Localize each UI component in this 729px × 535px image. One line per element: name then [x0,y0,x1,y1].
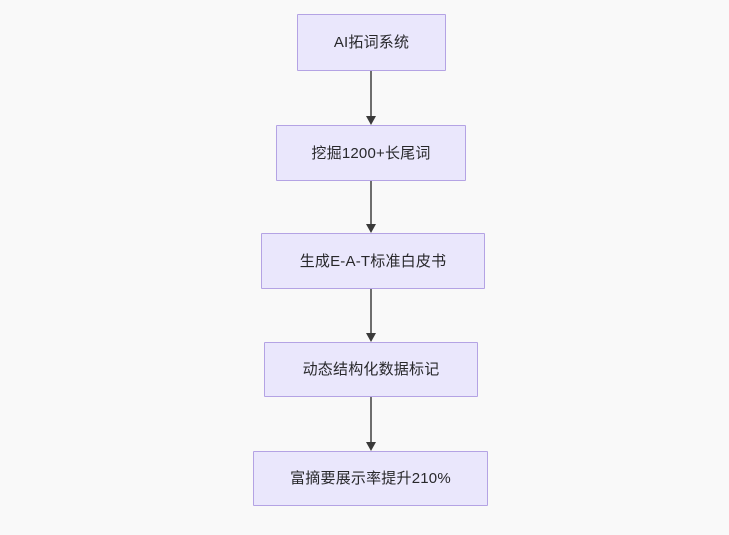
flow-arrow-n1-to-n2 [363,71,379,125]
flow-node-label: 富摘要展示率提升210% [290,470,451,487]
flow-arrow-n3-to-n4 [363,289,379,342]
flow-arrow-n2-to-n3 [363,181,379,233]
flow-node-label: 挖掘1200+长尾词 [311,144,431,162]
flow-node-n2[interactable]: 挖掘1200+长尾词 [276,125,466,181]
flow-node-n4[interactable]: 动态结构化数据标记 [264,342,478,397]
flow-node-n5[interactable]: 富摘要展示率提升210% [253,451,488,506]
flow-node-n1[interactable]: AI拓词系统 [297,14,446,71]
flow-node-label: 生成E-A-T标准白皮书 [299,252,447,270]
flow-arrow-n4-to-n5 [363,397,379,451]
flow-node-n3[interactable]: 生成E-A-T标准白皮书 [261,233,485,289]
flow-node-label: 动态结构化数据标记 [302,361,440,378]
flow-node-label: AI拓词系统 [333,34,410,51]
